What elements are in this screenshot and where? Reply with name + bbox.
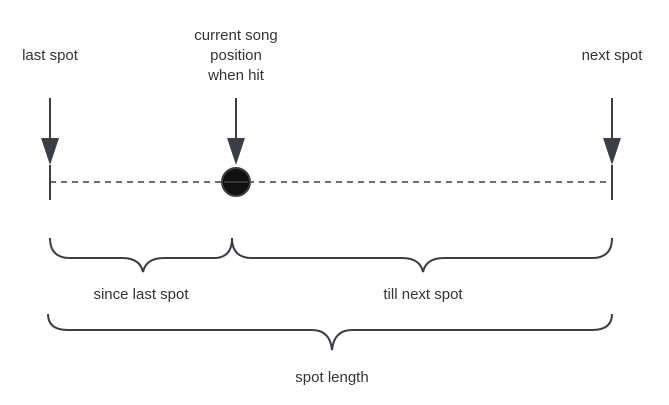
till-next-spot-label: till next spot [383, 286, 463, 303]
spot-length-label: spot length [295, 369, 368, 386]
current-position-arrow-icon [227, 98, 245, 165]
spot-length-brace [47, 313, 613, 351]
next-spot-arrow-icon [603, 98, 621, 200]
next-spot-label: next spot [582, 47, 644, 64]
current-position-label-line-3: when hit [207, 67, 265, 84]
since-last-spot-brace [49, 237, 233, 273]
current-position-label-line-1: current song [194, 27, 277, 44]
last-spot-label: last spot [22, 47, 79, 64]
last-spot-arrow-icon [41, 98, 59, 200]
current-position-label-line-2: position [210, 47, 262, 64]
hit-point-icon [221, 167, 251, 197]
since-last-spot-label: since last spot [93, 286, 189, 303]
till-next-spot-brace [231, 237, 613, 273]
